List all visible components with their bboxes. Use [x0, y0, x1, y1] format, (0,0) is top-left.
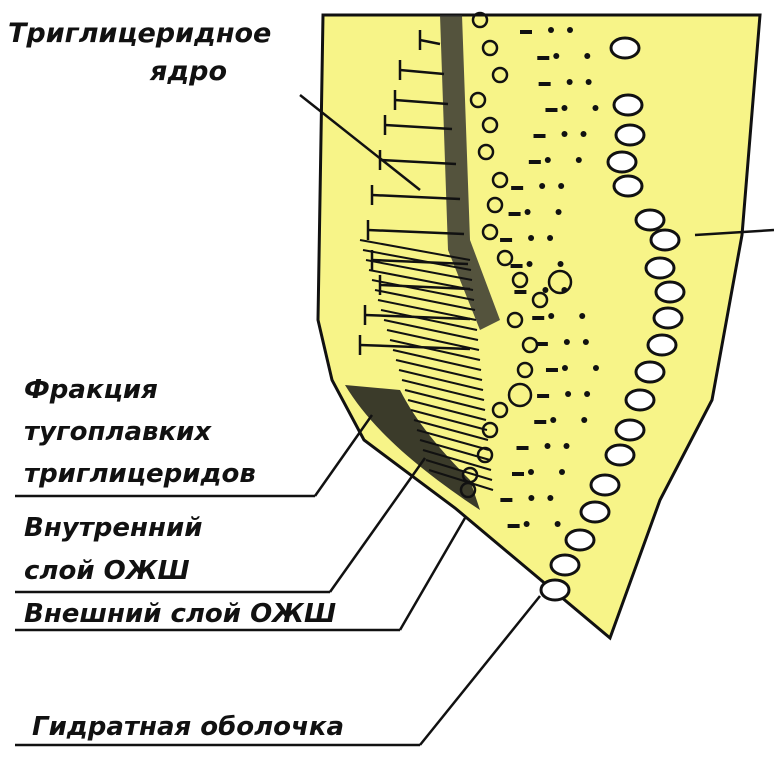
oval-particle: [591, 475, 619, 495]
leader-line-inner-layer-angle: [330, 458, 425, 592]
dot-mark: [583, 339, 589, 345]
dot-mark: [581, 417, 587, 423]
dash-mark: [532, 316, 544, 320]
oval-particle: [648, 335, 676, 355]
dot-mark: [542, 287, 548, 293]
oval-particle: [551, 555, 579, 575]
dash-mark: [517, 446, 529, 450]
dot-mark: [586, 79, 592, 85]
label-inner-layer-line1: Внутренний: [24, 513, 202, 543]
dash-mark: [529, 160, 541, 164]
dot-mark: [579, 313, 585, 319]
dot-mark: [528, 235, 534, 241]
label-hydrate-shell: Гидратная оболочка: [32, 712, 344, 742]
dot-mark: [547, 235, 553, 241]
oval-particle: [581, 502, 609, 522]
dot-mark: [556, 209, 562, 215]
dot-mark: [539, 183, 545, 189]
dot-mark: [559, 469, 565, 475]
dot-mark: [553, 53, 559, 59]
oval-particle: [606, 445, 634, 465]
oval-particle: [636, 362, 664, 382]
dot-mark: [558, 183, 564, 189]
dot-mark: [567, 27, 573, 33]
dot-mark: [525, 209, 531, 215]
dash-mark: [537, 56, 549, 60]
dot-mark: [547, 495, 553, 501]
dot-mark: [584, 391, 590, 397]
oval-particle: [614, 176, 642, 196]
oval-particle: [656, 282, 684, 302]
dot-mark: [528, 495, 534, 501]
dot-mark: [545, 157, 551, 163]
dot-mark: [562, 365, 568, 371]
oval-particle: [654, 308, 682, 328]
label-hard-fraction-line2: тугоплавких: [24, 417, 212, 447]
leader-line-hydrate-shell-angle: [420, 596, 540, 745]
oval-particle: [616, 420, 644, 440]
leader-line-hard-fraction-angle: [315, 415, 372, 496]
dot-mark: [524, 521, 530, 527]
oval-particle: [608, 152, 636, 172]
dot-mark: [584, 53, 590, 59]
label-inner-layer-line2: слой ОЖШ: [24, 556, 190, 586]
dot-mark: [561, 105, 567, 111]
dash-mark: [546, 368, 558, 372]
leader-line-outer-layer-angle: [400, 518, 465, 630]
dash-mark: [539, 82, 551, 86]
oval-particle: [646, 258, 674, 278]
dash-mark: [534, 134, 546, 138]
dot-mark: [567, 79, 573, 85]
dash-mark: [534, 420, 546, 424]
dash-mark: [512, 472, 524, 476]
dot-mark: [548, 313, 554, 319]
dash-mark: [537, 394, 549, 398]
dot-mark: [593, 365, 599, 371]
dash-mark: [511, 264, 523, 268]
dash-mark: [500, 498, 512, 502]
dot-mark: [548, 27, 554, 33]
dot-mark: [565, 391, 571, 397]
dash-mark: [545, 108, 557, 112]
fat-globule-segment: [318, 15, 760, 638]
oval-particle: [541, 580, 569, 600]
label-triglyceride-core-line2: ядро: [149, 56, 227, 87]
dot-mark: [528, 469, 534, 475]
oval-particle: [651, 230, 679, 250]
dot-mark: [564, 443, 570, 449]
oval-particle: [636, 210, 664, 230]
dash-mark: [500, 238, 512, 242]
dot-mark: [558, 261, 564, 267]
dot-mark: [545, 443, 551, 449]
oval-particle: [616, 125, 644, 145]
oval-particle: [566, 530, 594, 550]
label-hard-fraction-line1: Фракция: [24, 375, 158, 405]
oval-particle: [626, 390, 654, 410]
dot-mark: [564, 339, 570, 345]
dot-mark: [576, 157, 582, 163]
dot-mark: [562, 131, 568, 137]
dot-mark: [592, 105, 598, 111]
dot-mark: [527, 261, 533, 267]
label-triglyceride-core-line1: Триглицеридное: [8, 18, 271, 49]
dot-mark: [581, 131, 587, 137]
dash-mark: [514, 290, 526, 294]
dash-mark: [509, 212, 521, 216]
label-outer-layer: Внешний слой ОЖШ: [24, 599, 336, 629]
label-hard-fraction-line3: триглицеридов: [24, 459, 256, 489]
dash-mark: [520, 30, 532, 34]
dash-mark: [511, 186, 523, 190]
dash-mark: [508, 524, 520, 528]
oval-particle: [611, 38, 639, 58]
dot-mark: [550, 417, 556, 423]
dot-mark: [561, 287, 567, 293]
oval-particle: [614, 95, 642, 115]
dot-mark: [555, 521, 561, 527]
dash-mark: [536, 342, 548, 346]
